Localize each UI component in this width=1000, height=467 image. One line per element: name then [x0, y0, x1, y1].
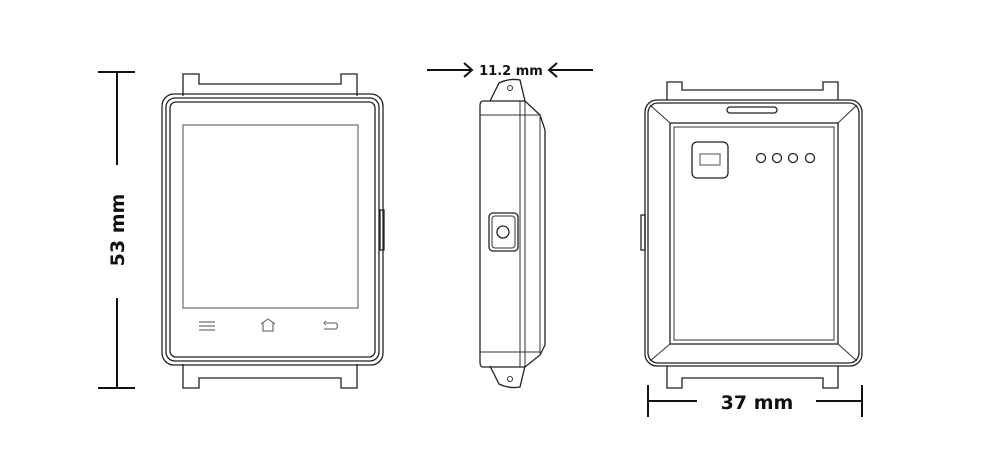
- height-dimension: 53 mm: [98, 71, 135, 389]
- led-dots: [755, 152, 816, 164]
- menu-icon: [199, 321, 215, 331]
- thickness-label: 11.2 mm: [479, 64, 543, 79]
- side-view: [479, 78, 546, 389]
- width-dimension: 37 mm: [647, 385, 863, 417]
- height-label: 53 mm: [107, 194, 129, 267]
- width-label: 37 mm: [721, 392, 794, 414]
- camera-sensor: [691, 141, 729, 179]
- side-button: [488, 212, 519, 252]
- thickness-dimension: 11.2 mm: [427, 62, 593, 79]
- home-icon: [260, 318, 276, 332]
- back-view: [640, 81, 863, 389]
- back-icon: [323, 320, 339, 330]
- front-view: [161, 73, 385, 389]
